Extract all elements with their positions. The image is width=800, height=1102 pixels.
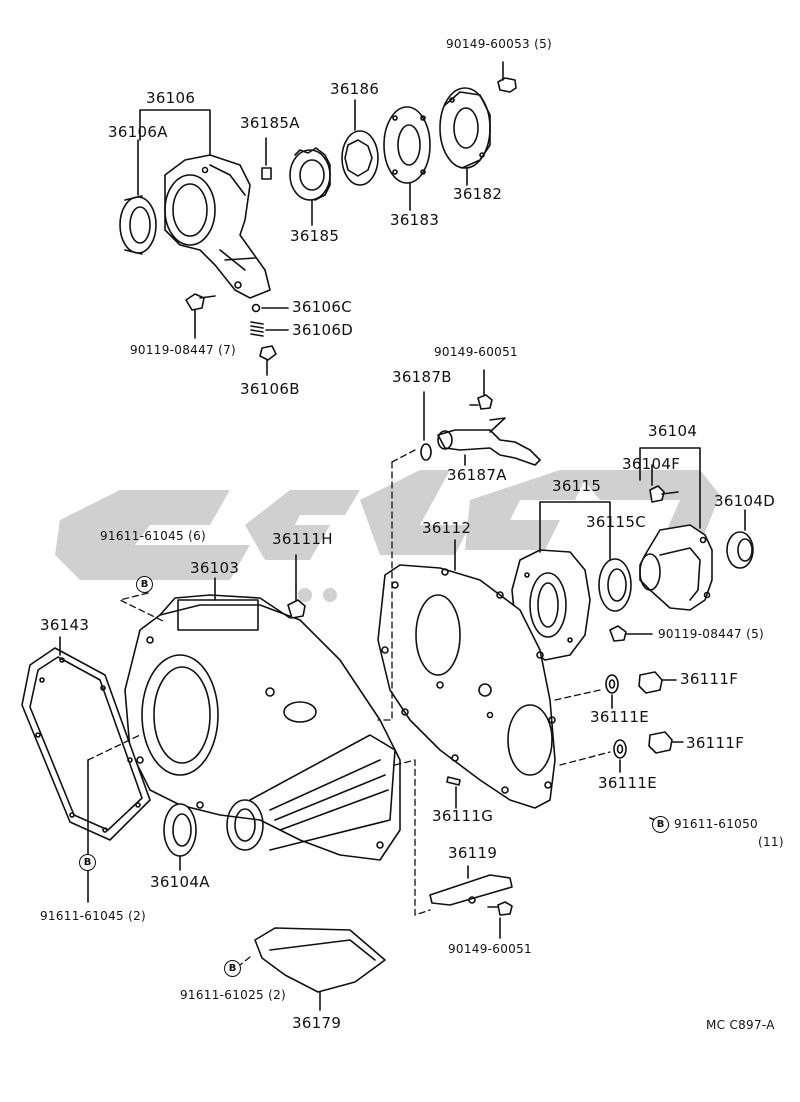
washer-36111e-2 xyxy=(613,739,627,759)
label-36185: 36185 xyxy=(290,227,340,245)
label-36183: 36183 xyxy=(390,211,440,229)
label-36111e-2: 36111E xyxy=(598,774,657,792)
gasket-36143 xyxy=(21,647,151,841)
label-91611-61045-6: 91611-61045 (6) xyxy=(100,529,207,543)
label-90119-08447-right: 90119-08447 (5) xyxy=(658,627,765,641)
plug-36185a xyxy=(261,167,272,180)
bolt-90149-60051-bottom xyxy=(487,901,513,916)
transfer-case-36112 xyxy=(377,564,556,809)
leader-36106 xyxy=(139,109,211,156)
plug-36111f-2 xyxy=(648,731,684,754)
bolt-90149-60053 xyxy=(497,61,517,93)
leader-36104 xyxy=(639,447,701,529)
pump-body-36183 xyxy=(383,106,431,184)
seal-36104a xyxy=(163,803,197,857)
label-36103: 36103 xyxy=(190,559,240,577)
bolt-90119-08447-top xyxy=(185,293,216,311)
badge-b-left: B xyxy=(79,854,96,871)
label-36104a: 36104A xyxy=(150,873,210,891)
plug-36106b xyxy=(259,345,277,361)
bolt-90119-08447-right xyxy=(609,625,653,642)
label-36111g: 36111G xyxy=(432,807,494,825)
label-36179: 36179 xyxy=(292,1014,342,1032)
label-36104f: 36104F xyxy=(622,455,681,473)
label-36115: 36115 xyxy=(552,477,602,495)
label-36111h: 36111H xyxy=(272,530,333,548)
plug-36104d xyxy=(726,531,754,569)
label-90149-60051-bottom: 90149-60051 xyxy=(448,942,532,956)
dashed-leaders xyxy=(87,449,611,966)
label-90149-60053: 90149-60053 (5) xyxy=(446,37,553,51)
transfer-case-36103 xyxy=(124,594,401,861)
diagram-code: MC C897-A xyxy=(706,1018,775,1032)
extension-housing-36106 xyxy=(164,154,271,299)
plug-36111f-1 xyxy=(638,671,677,694)
badge-b-bottom: B xyxy=(224,960,241,977)
label-36111e-1: 36111E xyxy=(590,708,649,726)
label-36115c: 36115C xyxy=(586,513,646,531)
label-36104d: 36104D xyxy=(714,492,776,510)
pin-36111g xyxy=(446,776,461,786)
plate-36119 xyxy=(429,874,513,906)
label-36187a: 36187A xyxy=(447,466,507,484)
bolt-36111h xyxy=(287,584,306,619)
gear-36185 xyxy=(289,147,331,201)
label-36106d: 36106D xyxy=(292,321,354,339)
label-36104: 36104 xyxy=(648,422,698,440)
label-36185a: 36185A xyxy=(240,114,300,132)
label-36112: 36112 xyxy=(422,519,472,537)
label-36143: 36143 xyxy=(40,616,90,634)
cover-36179 xyxy=(254,927,386,993)
label-36187b: 36187B xyxy=(392,368,452,386)
label-91611-61045-2: 91611-61045 (2) xyxy=(40,909,147,923)
bolt-36104f xyxy=(649,485,679,503)
badge-b-right: B xyxy=(652,816,669,833)
oring-36187b xyxy=(420,443,432,461)
label-36119: 36119 xyxy=(448,844,498,862)
label-36106c: 36106C xyxy=(292,298,352,316)
bolt-90149-60051-top xyxy=(469,394,493,410)
label-91611-61050: 91611-61050 xyxy=(674,817,758,831)
label-91611-61050-qty: (11) xyxy=(758,835,784,849)
label-90149-60051-top: 90149-60051 xyxy=(434,345,518,359)
label-36111f-2: 36111F xyxy=(686,734,745,752)
label-36186: 36186 xyxy=(330,80,380,98)
label-36182: 36182 xyxy=(453,185,503,203)
washer-36111e-1 xyxy=(605,674,619,694)
leader-36115 xyxy=(539,501,611,561)
label-36111f-1: 36111F xyxy=(680,670,739,688)
label-36106b: 36106B xyxy=(240,380,300,398)
oil-seal-36106a xyxy=(119,195,157,255)
badge-b-top: B xyxy=(136,576,153,593)
label-36106: 36106 xyxy=(146,89,196,107)
label-91611-61025: 91611-61025 (2) xyxy=(180,988,287,1002)
rear-housing-36104 xyxy=(639,524,713,611)
ball-36106c xyxy=(251,303,261,313)
label-36106a: 36106A xyxy=(108,123,168,141)
seal-36115c xyxy=(598,558,632,612)
gear-36186 xyxy=(341,130,379,186)
label-90119-08447-top: 90119-08447 (7) xyxy=(130,343,237,357)
spring-36106d xyxy=(250,321,264,337)
pump-cover-36182 xyxy=(439,87,491,169)
speedometer-36187a xyxy=(437,417,541,466)
